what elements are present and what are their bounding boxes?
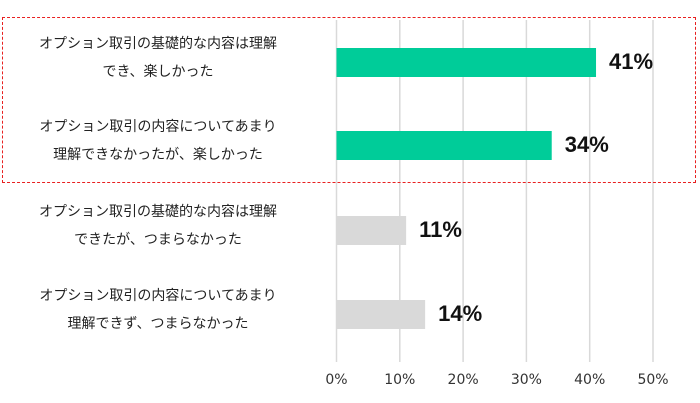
data-label: 41% [609,49,654,74]
category-label-line: オプション取引の基礎的な内容は理解 [39,204,277,220]
x-tick-label: 40% [574,372,606,388]
bar [336,48,597,77]
bar [336,216,407,245]
category-label-line: 理解できなかったが、楽しかった [53,147,263,163]
category-label: オプション取引の基礎的な内容は理解できたが、つまらなかった [0,198,318,254]
data-label: 11% [419,217,462,242]
category-label: オプション取引の基礎的な内容は理解でき、楽しかった [0,30,318,86]
highlight-box [2,17,696,183]
category-label-line: できたが、つまらなかった [74,232,242,248]
bar [336,300,426,329]
category-label: オプション取引の内容についてあまり理解できず、つまらなかった [0,282,318,338]
x-tick-label: 30% [510,372,542,388]
x-tick-label: 20% [447,372,479,388]
category-label-line: でき、楽しかった [102,64,214,80]
category-label-line: 理解できず、つまらなかった [67,316,249,332]
category-label-line: オプション取引の基礎的な内容は理解 [39,36,277,52]
bar [336,131,552,160]
category-label-line: オプション取引の内容についてあまり [39,288,277,304]
x-tick-label: 10% [384,372,416,388]
category-label: オプション取引の内容についてあまり理解できなかったが、楽しかった [0,113,318,169]
data-label: 34% [564,132,609,157]
data-label: 14% [438,301,483,326]
category-label-line: オプション取引の内容についてあまり [39,119,277,135]
x-tick-label: 0% [325,372,348,388]
x-tick-label: 50% [637,372,669,388]
